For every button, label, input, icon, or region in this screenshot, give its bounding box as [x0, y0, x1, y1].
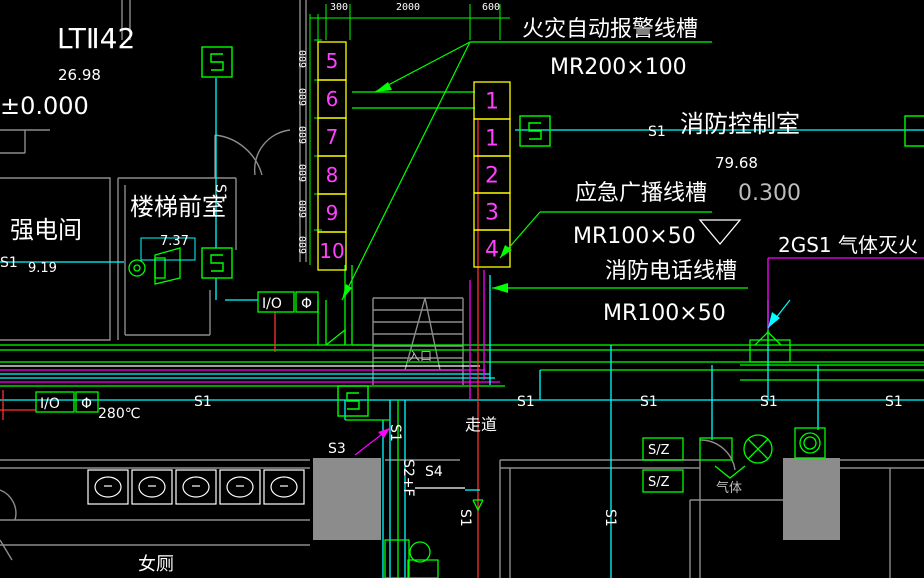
room-fire-control: 消防控制室: [680, 110, 800, 138]
temp-label: 280℃: [98, 406, 140, 422]
tray-number: 4: [485, 237, 499, 262]
dim-600-v: 600: [298, 126, 309, 144]
toilet-icon: [87, 469, 129, 505]
tray-phone-size: MR100×50: [603, 301, 726, 326]
smoke-detector-icon: [904, 115, 924, 147]
s1-label: S1: [194, 394, 212, 410]
tray-number: 1: [485, 89, 499, 114]
tray-number: 10: [319, 239, 344, 263]
room-area-stair-front: 7.37: [160, 234, 189, 249]
cable-bus: [0, 129, 924, 401]
toilet-fixtures: [87, 469, 305, 505]
s3-label: S3: [328, 441, 346, 457]
tray-number: 8: [326, 163, 339, 187]
s1-label: S1: [517, 394, 535, 410]
tray-number: 6: [326, 87, 339, 111]
room-label-frame: [140, 237, 196, 261]
s1-label-v: S1: [212, 184, 228, 202]
leader-arrows: [342, 82, 512, 300]
s1-label-v: S1: [387, 424, 403, 442]
io-label-left: I/O: [40, 396, 60, 412]
room-women-wc: 女厕: [138, 554, 174, 575]
gas-door-label: 气体: [716, 480, 742, 496]
room-area-ltr2: 26.98: [58, 66, 101, 84]
tray-phone-label: 消防电话线槽: [605, 259, 737, 284]
io-label-mid: I/O: [262, 296, 282, 312]
tray-fire-alarm-size: MR200×100: [550, 55, 687, 80]
tray-broadcast-label: 应急广播线槽: [575, 181, 707, 206]
phi-label-mid: Φ: [301, 296, 312, 312]
room-strong-elec: 强电间: [10, 216, 82, 244]
dim-600-v: 600: [298, 236, 309, 254]
smoke-detector-icon: [519, 115, 551, 147]
smoke-detector-icon: [337, 385, 369, 417]
tray-number: 3: [485, 200, 499, 225]
tray-cell: [317, 231, 347, 271]
tray-number: 9: [326, 201, 339, 225]
left-tray-stack: 5 6 7 8 9 10: [317, 41, 347, 271]
s2f-label: S2+F: [400, 459, 416, 497]
riser-shaft: [317, 91, 782, 346]
s1-label: S1: [760, 394, 778, 410]
toilet-icon: [219, 469, 261, 505]
strobe-icon: [794, 427, 826, 459]
room-area-strong-elec: 9.19: [28, 261, 57, 276]
tray-number: 5: [326, 49, 339, 73]
room-gas: 2GS1 气体灭火: [778, 233, 918, 257]
io-modules: [35, 291, 319, 413]
phi-label-left: Φ: [81, 396, 92, 412]
bell-icon: [743, 434, 773, 464]
dim-600-v: 600: [298, 164, 309, 182]
gas-tray: [749, 339, 791, 363]
tray-number: 7: [326, 125, 339, 149]
tray-broadcast-size: MR100×50: [573, 224, 696, 249]
s1-label: S1: [885, 394, 903, 410]
entrance-label: 入口: [408, 349, 432, 363]
level-300: 0.300: [738, 181, 801, 206]
bottom-devices: [384, 499, 484, 578]
s1-label: S1: [648, 124, 666, 140]
s1-label: S1: [0, 255, 18, 271]
dim-600: 600: [482, 2, 500, 13]
level-zero: ±0.000: [0, 92, 89, 120]
tray-number: 1: [485, 126, 499, 151]
dim-600-v: 600: [298, 88, 309, 106]
tray-cell: [473, 229, 511, 268]
tray-fire-alarm-label: 火灾自动报警线槽: [522, 17, 698, 42]
dim-300: 300: [330, 2, 348, 13]
toilet-icon: [131, 469, 173, 505]
level-marker: [698, 219, 742, 246]
s3-arrow: [378, 428, 390, 438]
s1-label: S1: [640, 394, 658, 410]
right-tray-stack: 1 1 2 3 4: [473, 81, 511, 268]
dim-600-v: 600: [298, 50, 309, 68]
smoke-detectors: [201, 46, 924, 417]
dim-2000: 2000: [396, 2, 420, 13]
s1-label-v: S1: [602, 509, 618, 527]
dim-600-v: 600: [298, 200, 309, 218]
toilet-icon: [175, 469, 217, 505]
sz-label-2: S/Z: [648, 475, 670, 490]
room-stair-front: 楼梯前室: [130, 193, 226, 221]
gas-arrow: [767, 299, 791, 329]
room-corridor: 走道: [465, 415, 497, 434]
dimension-texts: 300 2000 600 600 600 600 600 600 600: [298, 2, 500, 254]
dimension-chain: [309, 4, 510, 265]
smoke-detector-icon: [201, 46, 233, 78]
smoke-detector-icon: [201, 247, 233, 279]
tray-number: 2: [485, 163, 499, 188]
s4-label: S4: [425, 464, 443, 480]
room-code-ltr2: LTⅡ42: [57, 22, 135, 55]
leader-lines: [341, 41, 748, 421]
horn-speaker-icon: [128, 247, 181, 285]
vertical-cable-runs: [0, 78, 924, 578]
room-area-fire-control: 79.68: [715, 154, 758, 172]
toilet-icon: [263, 469, 305, 505]
lower-right-devices: [642, 427, 826, 493]
sz-label-1: S/Z: [648, 443, 670, 458]
structural-columns: [313, 458, 840, 540]
s1-label-v: S1: [457, 509, 473, 527]
